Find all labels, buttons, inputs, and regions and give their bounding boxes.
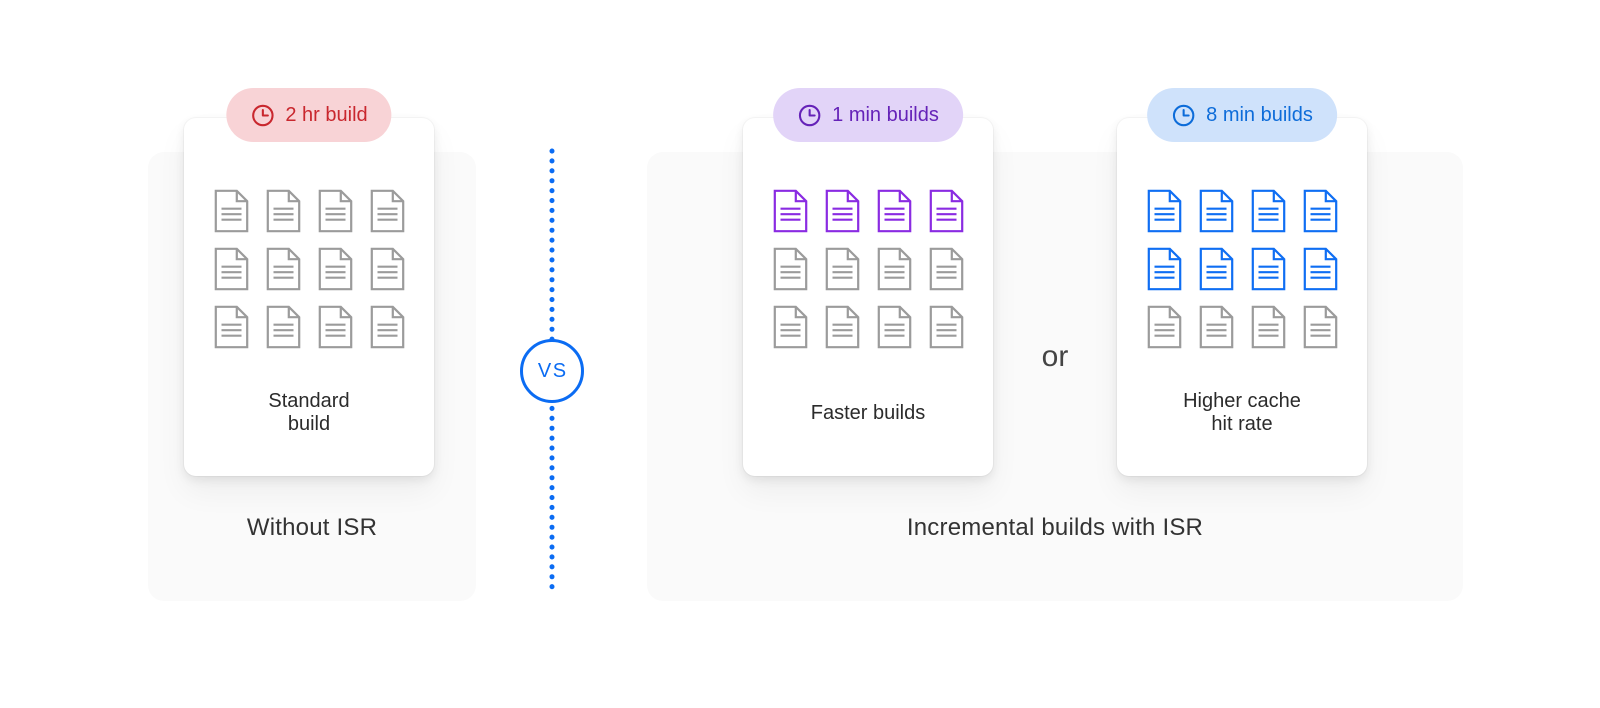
document-icon [318,305,352,349]
badge-label: 1 min builds [832,103,939,126]
document-icon [1199,189,1233,233]
document-row [772,304,965,350]
document-row [1146,246,1339,292]
document-icon [1199,305,1233,349]
document-icon [1147,189,1181,233]
docs-grid [1146,188,1339,350]
badge-label: 2 hr build [285,103,368,126]
document-icon [370,305,404,349]
document-row [213,188,406,234]
document-icon [1251,247,1285,291]
document-icon [370,189,404,233]
document-icon [318,247,352,291]
document-icon [370,247,404,291]
document-icon [1199,247,1233,291]
card-caption: Faster builds [810,401,926,424]
card-higher-cache-hit-rate: 8 min builds Higher cache hit rate [1117,88,1367,476]
document-icon [214,189,248,233]
document-row [1146,188,1339,234]
document-icon [266,305,300,349]
clock-icon [252,104,274,126]
build-time-badge: 1 min builds [773,88,963,142]
document-icon [1251,305,1285,349]
vs-badge: VS [520,339,584,403]
card-faster-builds: 1 min builds Faster builds [743,88,993,476]
document-icon [825,189,859,233]
document-icon [1147,305,1181,349]
document-icon [1147,247,1181,291]
document-icon [1303,305,1337,349]
document-row [772,246,965,292]
clock-icon [798,104,821,126]
docs-grid [213,188,406,350]
document-row [1146,304,1339,350]
card-standard-build: 2 hr build Standard build [184,88,434,476]
docs-grid [772,188,965,350]
document-icon [773,247,807,291]
document-icon [1251,189,1285,233]
badge-label: 8 min builds [1206,103,1313,126]
document-row [213,304,406,350]
document-icon [1303,189,1337,233]
document-icon [773,305,807,349]
document-icon [266,189,300,233]
document-icon [773,189,807,233]
document-icon [825,247,859,291]
build-time-badge: 2 hr build [226,88,392,142]
card-caption: Higher cache hit rate [1183,390,1301,435]
document-icon [318,189,352,233]
document-icon [877,247,911,291]
document-icon [266,247,300,291]
document-icon [929,305,963,349]
document-row [213,246,406,292]
document-icon [929,189,963,233]
vs-label: VS [537,359,568,382]
clock-icon [1172,104,1195,126]
section-label-with-isr: Incremental builds with ISR [906,514,1204,541]
document-icon [929,247,963,291]
document-icon [825,305,859,349]
document-row [772,188,965,234]
section-label-without-isr: Without ISR [246,514,378,541]
document-icon [877,189,911,233]
document-icon [214,305,248,349]
document-icon [1303,247,1337,291]
or-label: or [1041,340,1069,373]
card-caption: Standard build [268,390,350,435]
document-icon [214,247,248,291]
build-time-badge: 8 min builds [1147,88,1337,142]
document-icon [877,305,911,349]
